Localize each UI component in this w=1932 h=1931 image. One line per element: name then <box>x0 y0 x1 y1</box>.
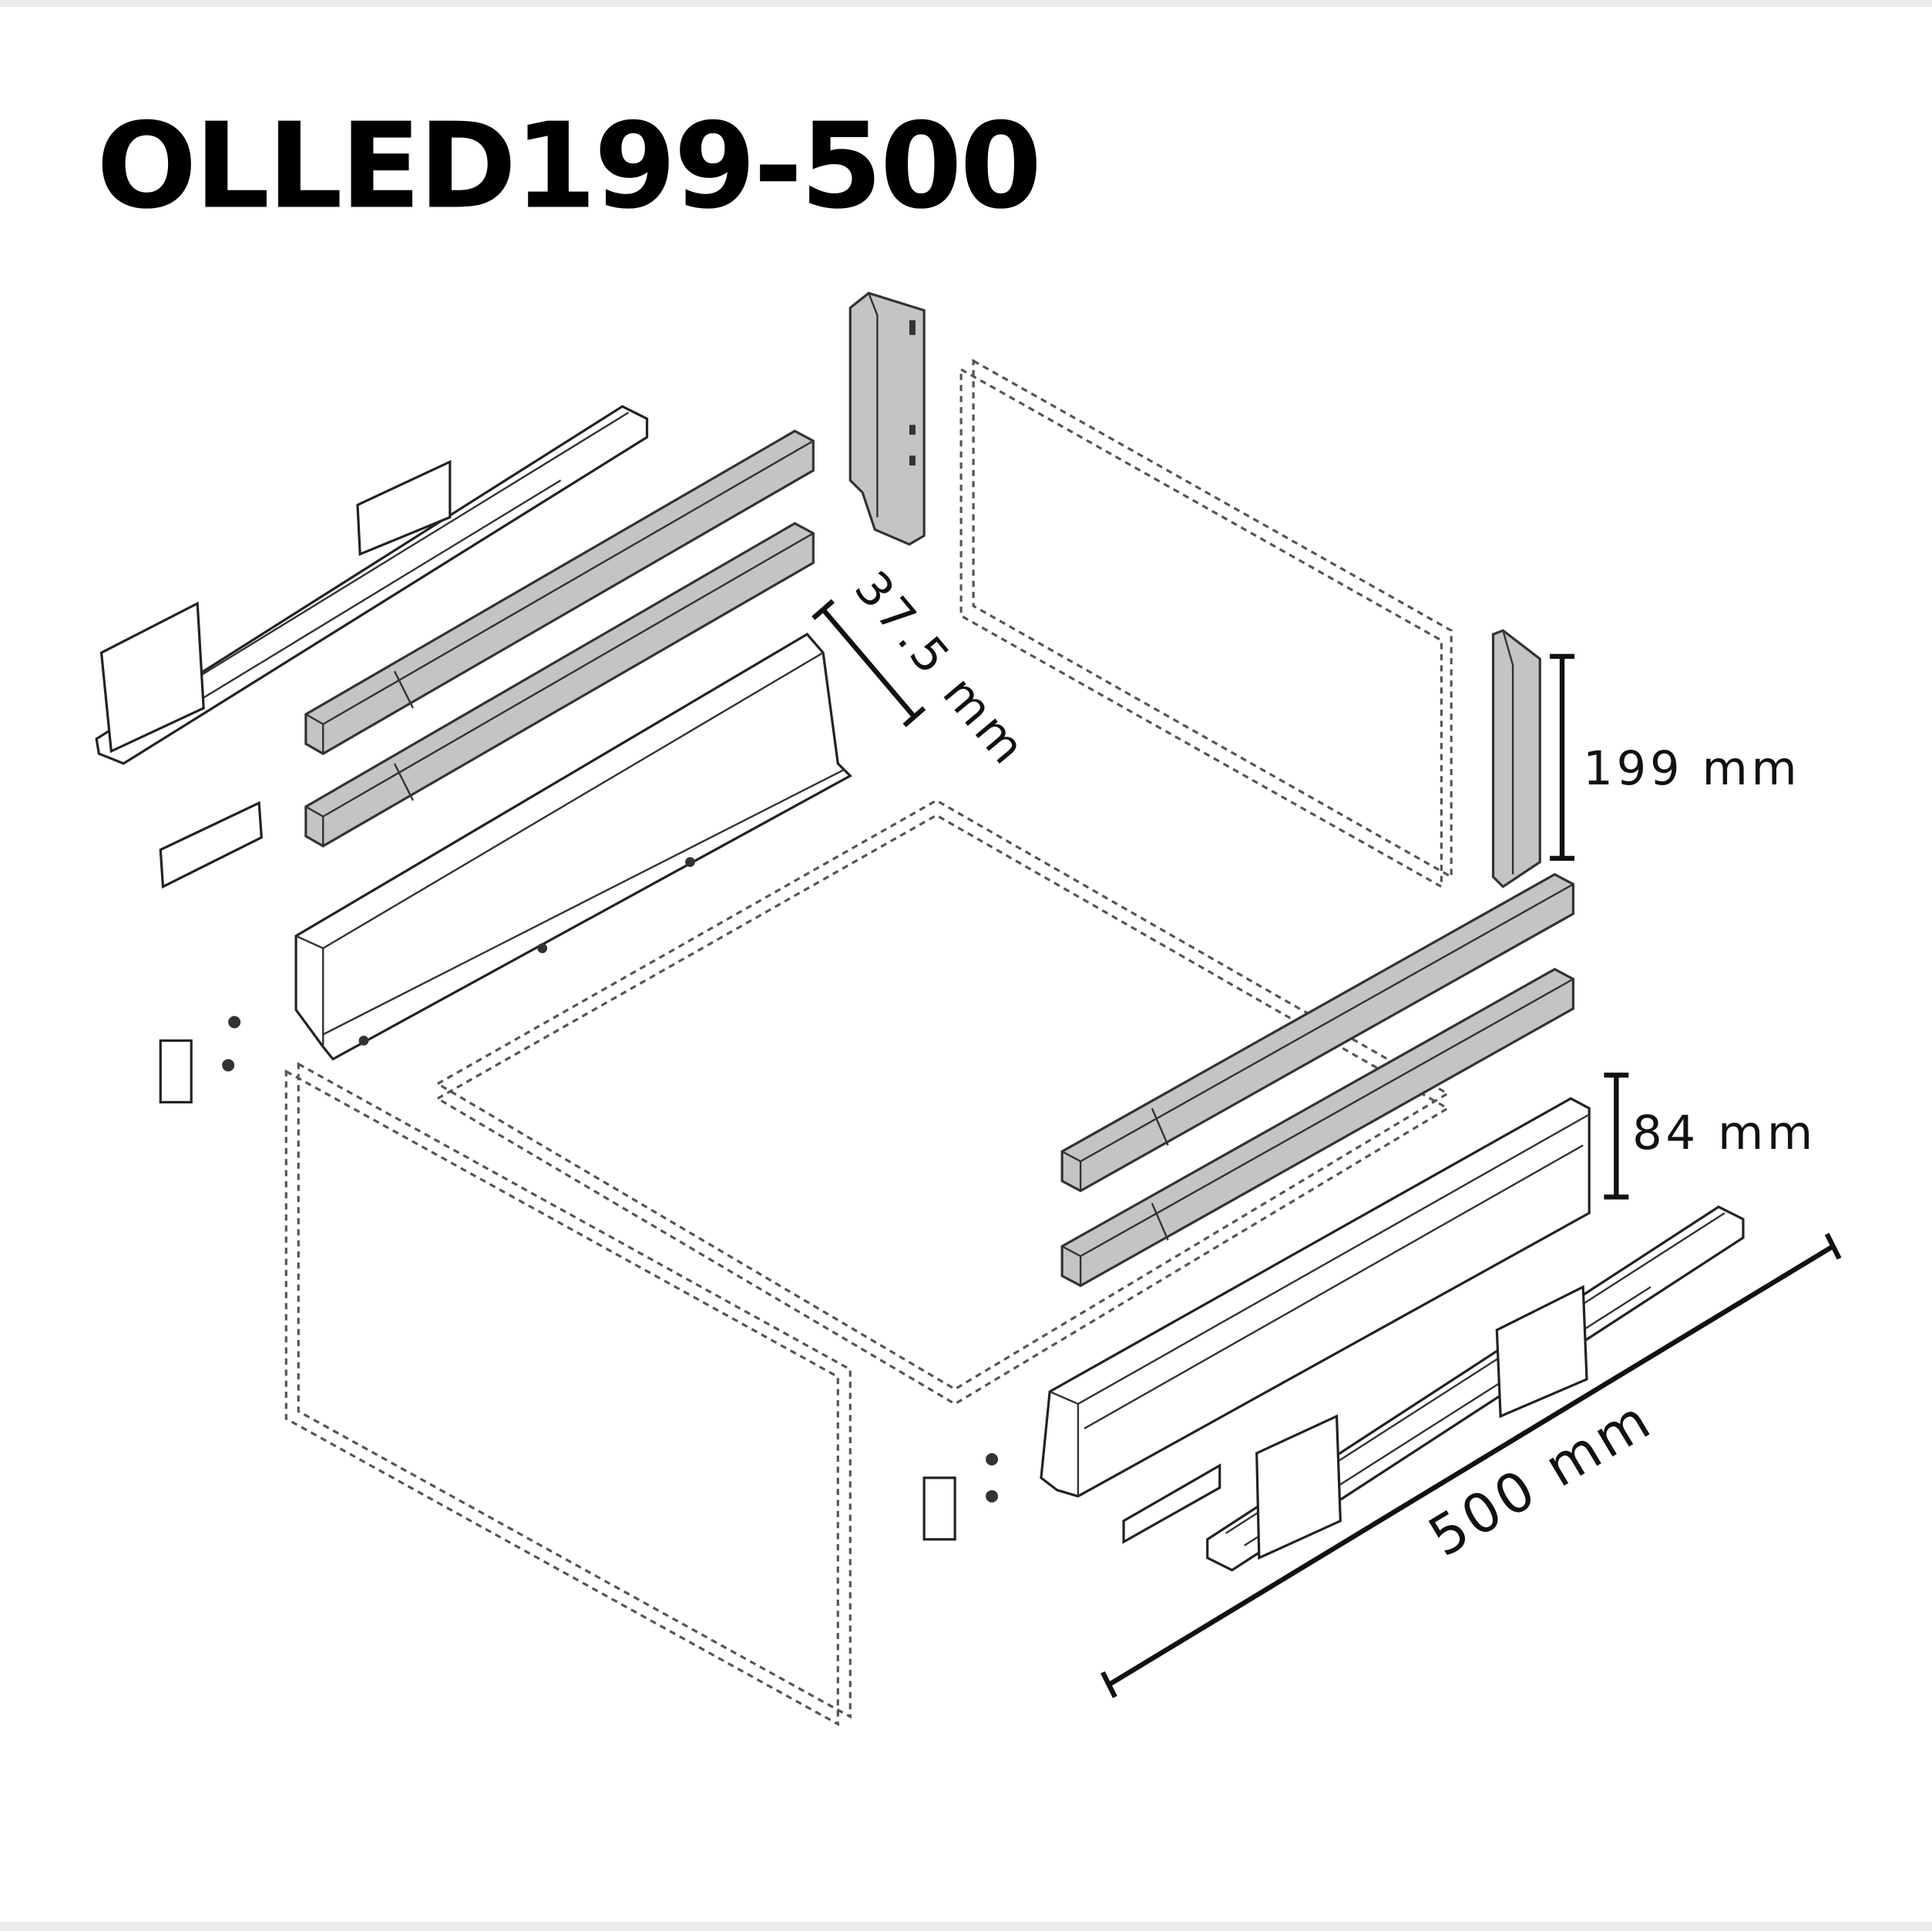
left-runner <box>95 405 649 765</box>
left-lower-rail <box>304 522 815 848</box>
bottom-border <box>0 1922 1932 1931</box>
right-lower-rail <box>1060 967 1575 1288</box>
left-front-fixing <box>159 1016 241 1103</box>
top-border <box>0 0 1932 7</box>
right-upper-rail <box>1060 872 1575 1193</box>
dimension-front-side-height: 84 mm <box>1604 1073 1816 1200</box>
right-drawer-side <box>1040 1096 1591 1544</box>
left-upper-rail <box>304 429 815 755</box>
right-back-bracket <box>1491 629 1541 888</box>
dimension-back-height: 37.5 mm <box>811 562 1037 777</box>
left-drawer-side <box>294 633 852 1061</box>
left-back-bracket <box>848 291 926 546</box>
bottom-panel-outline <box>435 798 1450 1405</box>
dimension-label-front-side: 84 mm <box>1632 1107 1816 1160</box>
back-panel-outline <box>959 358 1453 889</box>
dimension-label-side: 199 mm <box>1583 742 1800 796</box>
product-title: OLLED199-500 <box>96 99 1040 236</box>
front-panel-outline <box>284 1062 852 1727</box>
mounting-plate <box>159 801 263 889</box>
right-runner <box>1206 1205 1745 1572</box>
dimension-side-height: 199 mm <box>1550 653 1800 861</box>
right-front-fixing <box>922 1452 999 1541</box>
